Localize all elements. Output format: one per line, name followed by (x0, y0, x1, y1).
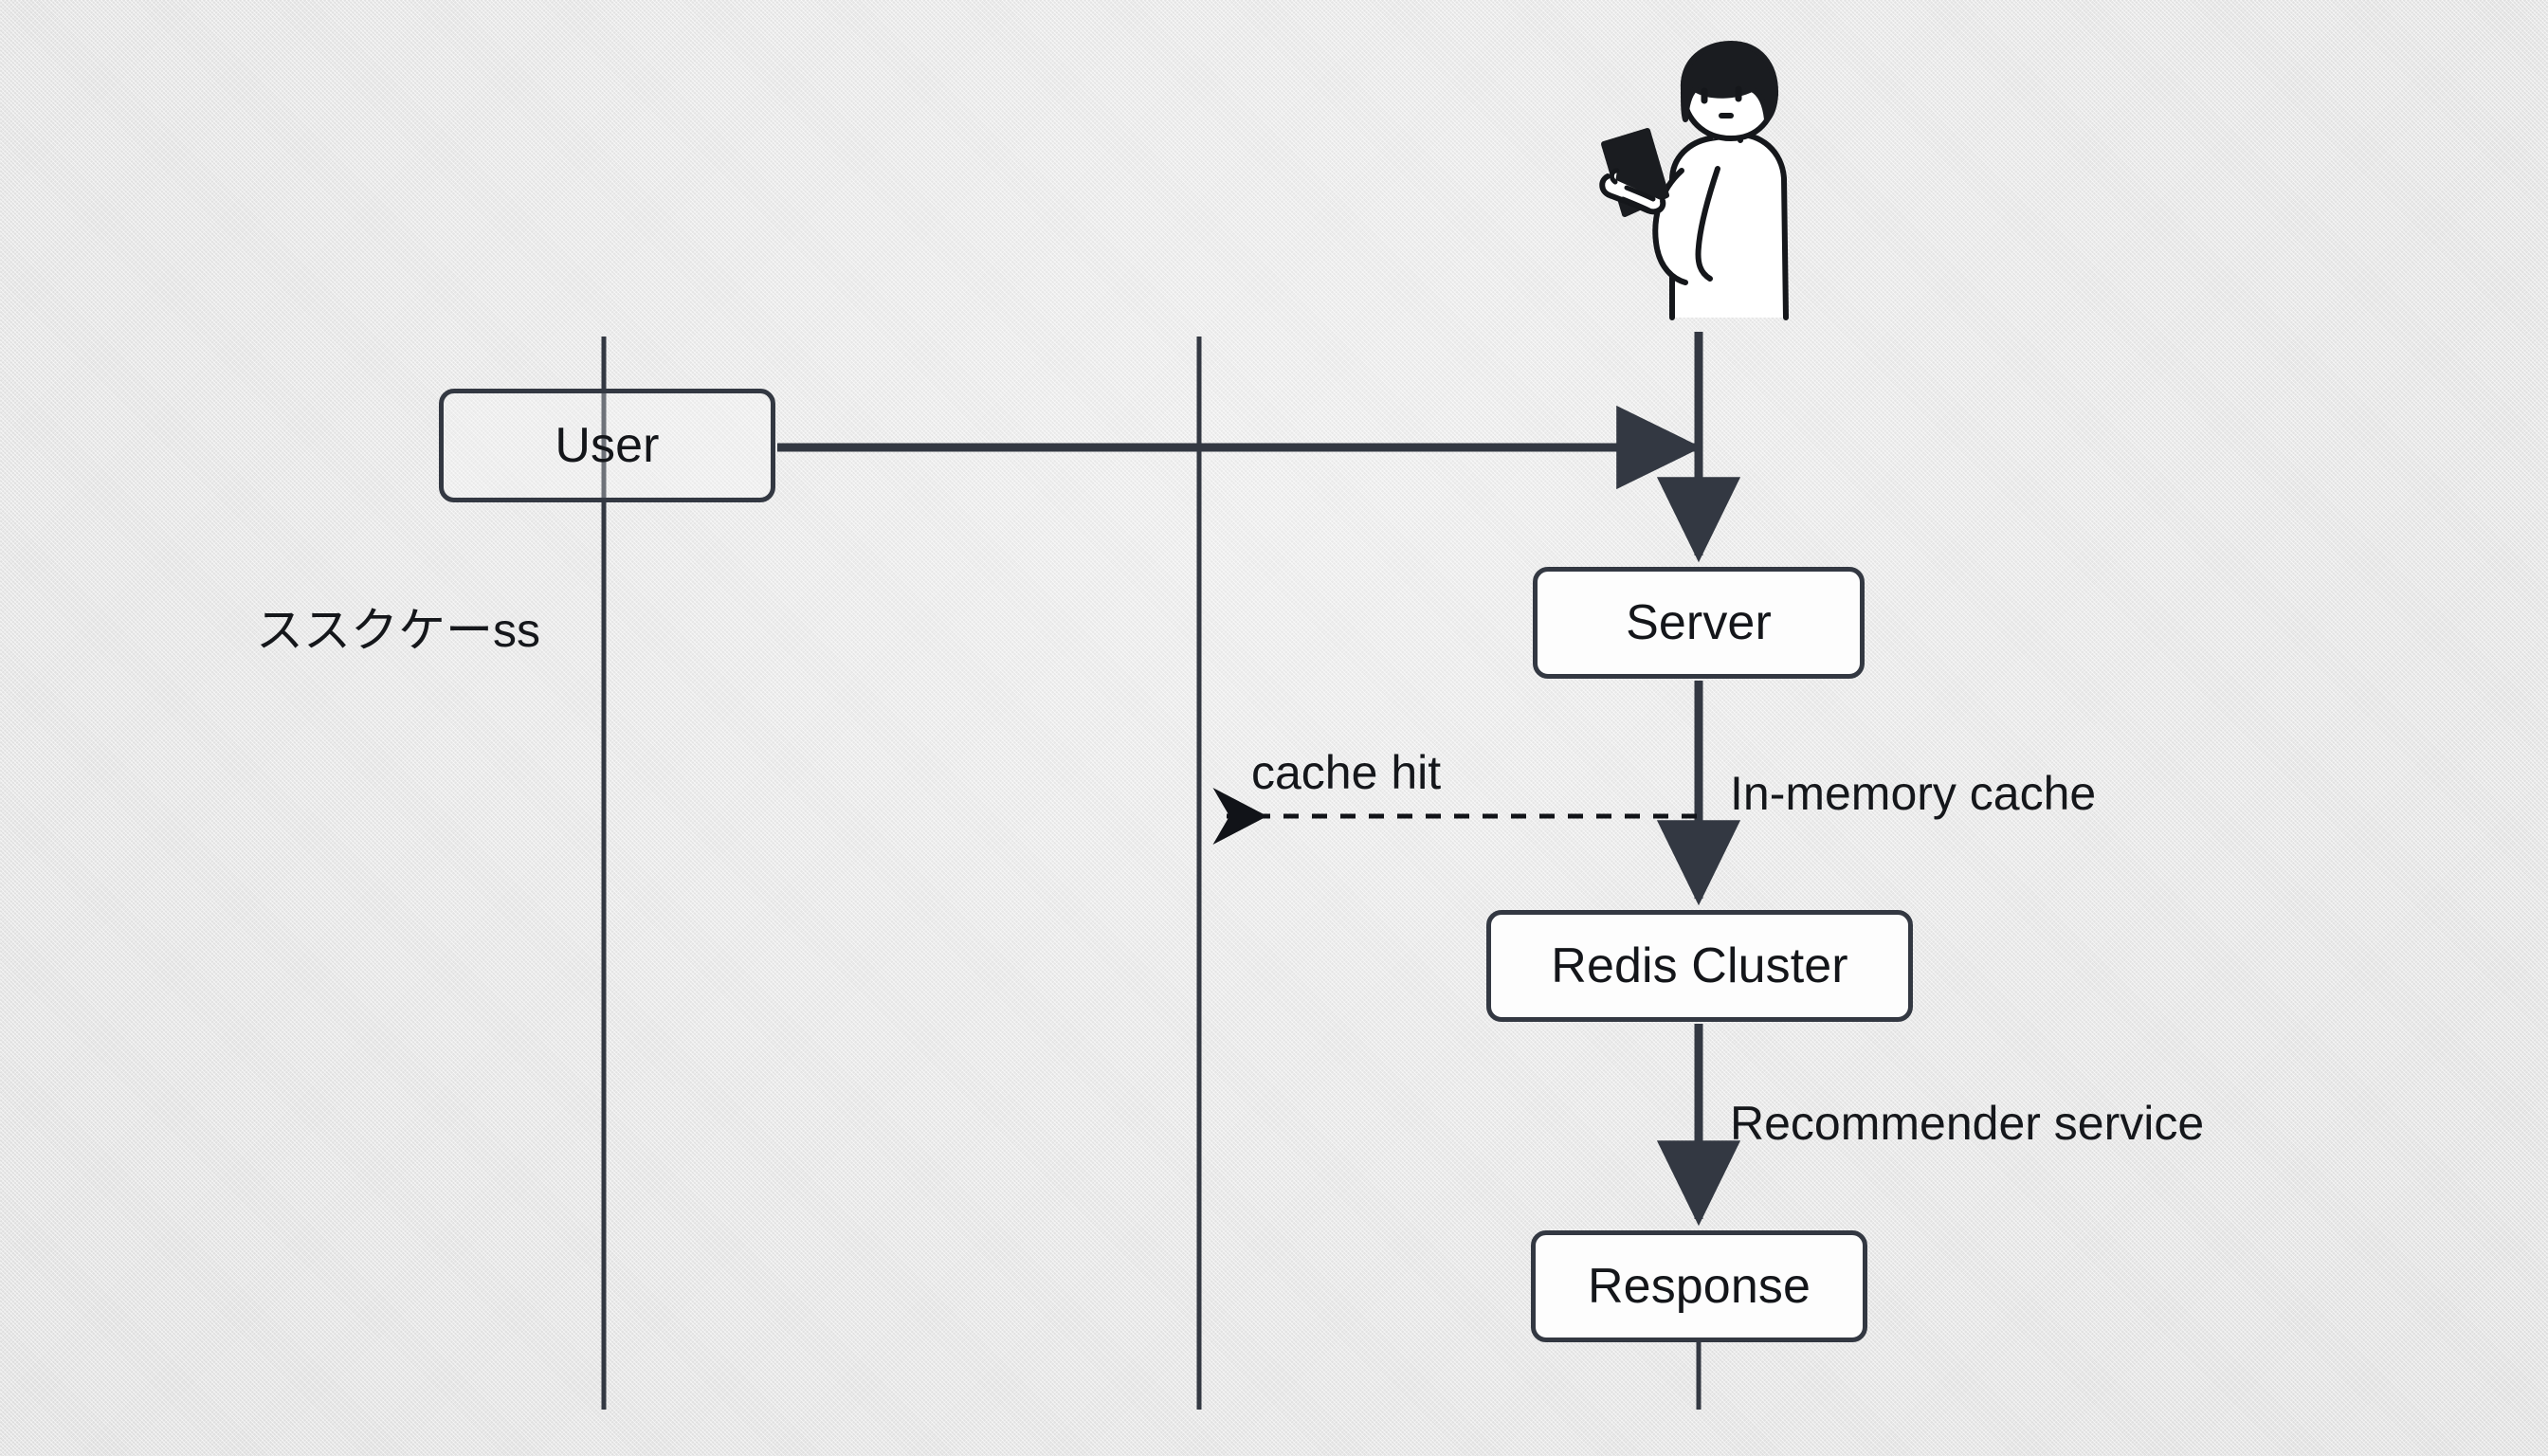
node-redis-cluster-label: Redis Cluster (1551, 938, 1848, 993)
person-using-smartphone-icon (1599, 41, 1789, 320)
node-server-label: Server (1626, 595, 1772, 650)
node-user[interactable]: User (439, 389, 775, 502)
label-katakana-note: ススクケーss (256, 604, 540, 657)
node-response[interactable]: Response (1531, 1230, 1867, 1342)
label-recommender-service: Recommender service (1730, 1097, 2205, 1150)
node-redis-cluster[interactable]: Redis Cluster (1486, 910, 1913, 1022)
node-server[interactable]: Server (1533, 567, 1865, 679)
label-cache-hit: cache hit (1251, 746, 1442, 799)
label-in-memory-cache: In-memory cache (1730, 767, 2097, 820)
node-user-label: User (555, 418, 660, 473)
node-response-label: Response (1588, 1259, 1811, 1314)
